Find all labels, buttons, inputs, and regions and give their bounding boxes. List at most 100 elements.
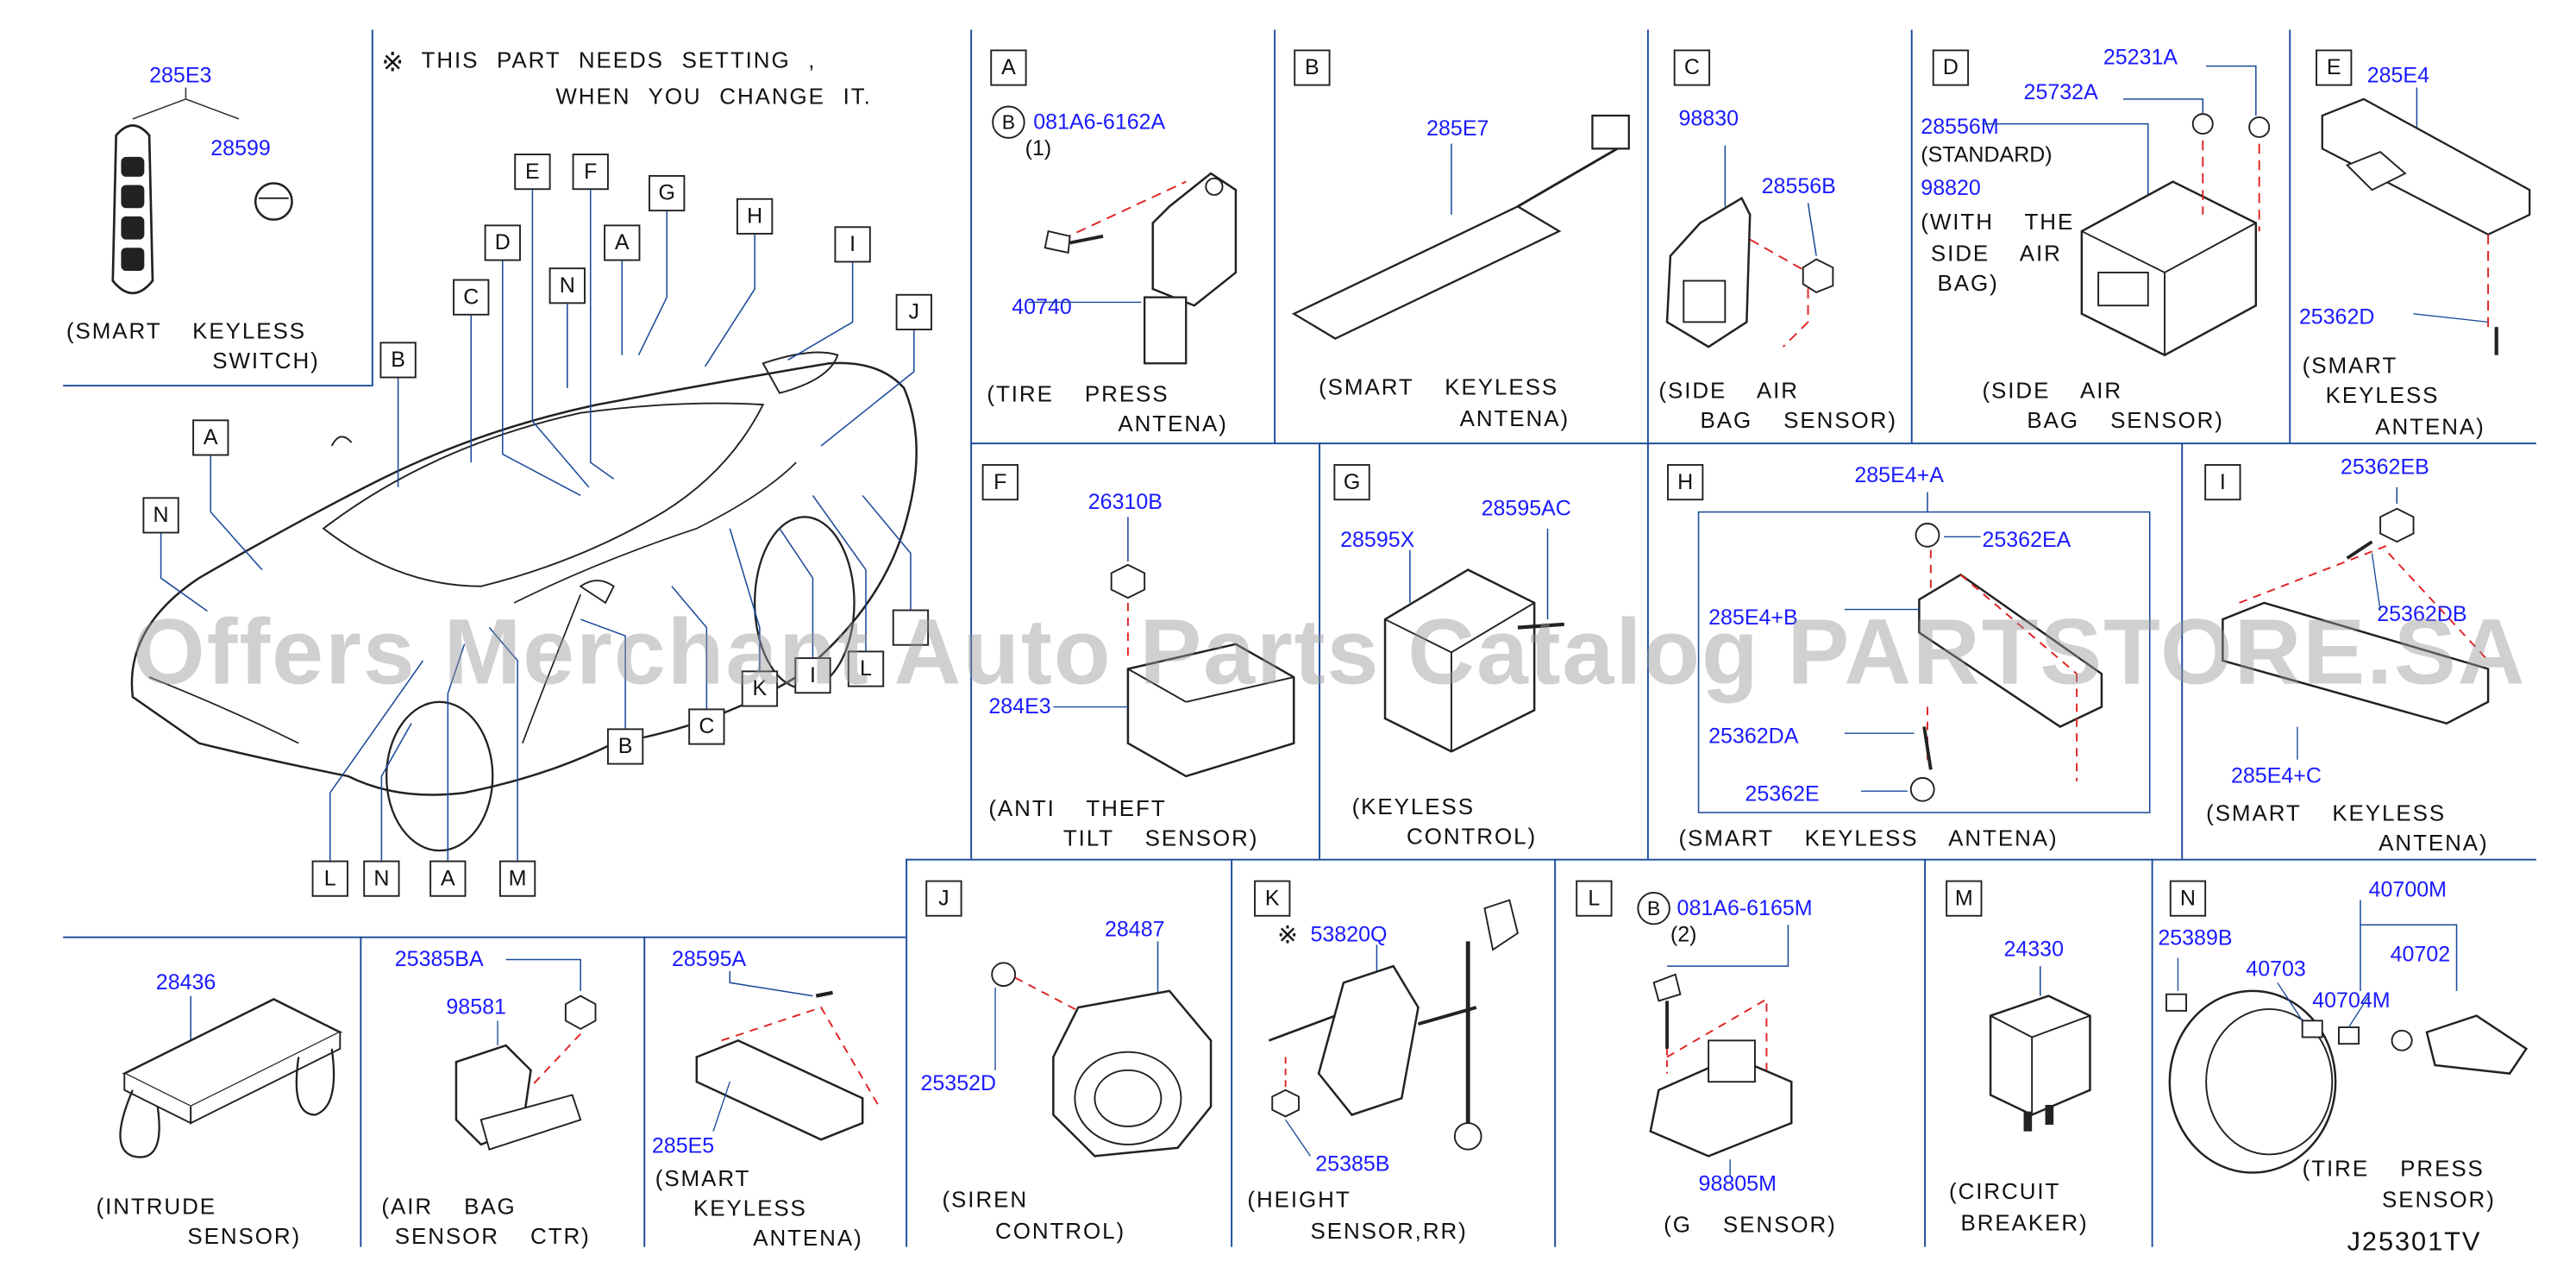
diagram-code: J25301TV bbox=[2347, 1228, 2482, 1258]
callout-box-i[interactable]: I bbox=[794, 657, 831, 694]
keyless-antenna-i-drawing bbox=[2222, 486, 2490, 760]
part-number: 26310B bbox=[1087, 488, 1163, 514]
callout-box-blank bbox=[892, 609, 930, 646]
callout-box-c[interactable]: C bbox=[688, 708, 725, 745]
caption: (SMART KEYLESS bbox=[2206, 800, 2447, 826]
part-number: 98581 bbox=[446, 994, 506, 1020]
part-number: 25352D bbox=[920, 1070, 997, 1095]
part-number: 98820 bbox=[1921, 174, 1981, 200]
side-airbag-module-drawing bbox=[1982, 65, 2271, 357]
setting-mark: ※ bbox=[1277, 921, 1299, 951]
panel-label-f: F bbox=[981, 464, 1018, 501]
callout-box-n[interactable]: N bbox=[363, 860, 400, 897]
side-airbag-sensor-drawing bbox=[1665, 145, 1834, 348]
panel-label-d: D bbox=[1932, 49, 1970, 86]
part-number: 98830 bbox=[1678, 105, 1739, 131]
watermark: Offers Merchant Auto Parts Catalog PARTS… bbox=[132, 599, 2527, 704]
part-number: 285E7 bbox=[1426, 116, 1489, 141]
part-number: 40703 bbox=[2246, 956, 2306, 982]
caption: (INTRUDE bbox=[96, 1194, 217, 1220]
divider bbox=[643, 936, 646, 1247]
panel-label-g: G bbox=[1333, 464, 1370, 501]
callout-box-l[interactable]: L bbox=[311, 860, 348, 897]
callout-box-h[interactable]: H bbox=[736, 198, 774, 235]
caption: (SIREN bbox=[942, 1187, 1029, 1213]
caption: ANTENA) bbox=[753, 1225, 863, 1251]
tire-press-antenna-drawing bbox=[1028, 172, 1238, 365]
part-number: 28487 bbox=[1104, 916, 1165, 942]
divider bbox=[63, 936, 906, 938]
panel-label-m: M bbox=[1946, 880, 1983, 917]
panel-label-n: N bbox=[2169, 880, 2207, 917]
divider bbox=[906, 858, 2536, 861]
tire-pressure-sensor-drawing bbox=[2165, 900, 2529, 1174]
caption: (SIDE AIR bbox=[1982, 378, 2123, 404]
quantity: (1) bbox=[1025, 135, 1052, 160]
circuit-breaker-drawing bbox=[1989, 966, 2091, 1132]
callout-box-j[interactable]: J bbox=[895, 293, 932, 330]
part-number: 24330 bbox=[2003, 936, 2065, 962]
caption: SENSOR) bbox=[2382, 1187, 2496, 1213]
caption: ANTENA) bbox=[2379, 831, 2489, 856]
caption: (CIRCUIT bbox=[1948, 1179, 2061, 1204]
divider bbox=[1924, 858, 1927, 1247]
callout-box-g[interactable]: G bbox=[649, 174, 686, 212]
callout-box-b[interactable]: B bbox=[379, 342, 417, 379]
caption: (SMART KEYLESS ANTENA) bbox=[1678, 825, 2059, 851]
callout-box-d[interactable]: D bbox=[484, 224, 521, 261]
caption: TILT SENSOR) bbox=[1062, 825, 1259, 851]
keyless-antenna-b-drawing bbox=[695, 970, 881, 1141]
quantity: (2) bbox=[1670, 921, 1697, 947]
part-number: 285E5 bbox=[651, 1133, 715, 1158]
part-number: 285E4 bbox=[2366, 62, 2429, 88]
callout-box-c[interactable]: C bbox=[453, 279, 490, 316]
keyless-control-drawing bbox=[1383, 528, 1564, 753]
caption: BAG SENSOR) bbox=[2027, 407, 2224, 433]
caption: ANTENA) bbox=[1118, 411, 1228, 436]
part-number: 28556B bbox=[1761, 173, 1836, 198]
callout-box-n[interactable]: N bbox=[548, 267, 586, 304]
divider bbox=[2151, 858, 2153, 1247]
callout-box-f[interactable]: F bbox=[572, 154, 609, 191]
callout-box-a[interactable]: A bbox=[192, 419, 229, 456]
part-number: 28436 bbox=[155, 969, 216, 995]
callout-box-k[interactable]: K bbox=[741, 670, 779, 707]
panel-label-j: J bbox=[925, 880, 962, 917]
tilt-sensor-drawing bbox=[1053, 517, 1295, 778]
part-number: 25362EB bbox=[2340, 454, 2429, 480]
caption: (SMART bbox=[655, 1165, 751, 1191]
callout-box-a[interactable]: A bbox=[604, 224, 641, 261]
part-number: 25385B bbox=[1315, 1151, 1390, 1176]
divider bbox=[1319, 442, 1321, 859]
panel-label-h: H bbox=[1667, 464, 1704, 501]
part-number: 285E4+B bbox=[1708, 604, 1798, 630]
caption: (SMART KEYLESS bbox=[66, 318, 306, 344]
divider bbox=[2181, 442, 2184, 859]
part-number: 53820Q bbox=[1310, 921, 1388, 947]
caption: SENSOR,RR) bbox=[1310, 1219, 1468, 1244]
part-number: 40740 bbox=[1012, 293, 1072, 319]
part-number: 081A6-6165M bbox=[1677, 894, 1813, 920]
callout-box-a[interactable]: A bbox=[429, 860, 467, 897]
panel-label-b: B bbox=[1294, 49, 1331, 86]
caption: ANTENA) bbox=[2375, 414, 2485, 440]
variant-note: SIDE AIR bbox=[1930, 241, 2062, 267]
callout-box-b[interactable]: B bbox=[606, 728, 644, 765]
callout-leaders bbox=[160, 190, 915, 861]
divider bbox=[2289, 29, 2291, 443]
callout-box-n[interactable]: N bbox=[142, 497, 179, 534]
variant-note: (STANDARD) bbox=[1921, 141, 2053, 167]
airbag-sensor-ctr-drawing bbox=[454, 958, 597, 1151]
part-number: 28595AC bbox=[1481, 495, 1571, 521]
part-number: 40700M bbox=[2368, 876, 2447, 902]
part-number: 25231A bbox=[2103, 44, 2178, 70]
circled-b-marker: B bbox=[1637, 891, 1670, 925]
callout-box-i[interactable]: I bbox=[834, 226, 871, 263]
callout-box-l[interactable]: L bbox=[847, 650, 885, 687]
callout-box-e[interactable]: E bbox=[514, 154, 551, 191]
panel-label-c: C bbox=[1673, 49, 1711, 86]
part-number: 25362EA bbox=[1982, 526, 2071, 552]
callout-box-m[interactable]: M bbox=[498, 860, 536, 897]
part-number: 285E4+A bbox=[1854, 462, 1944, 487]
